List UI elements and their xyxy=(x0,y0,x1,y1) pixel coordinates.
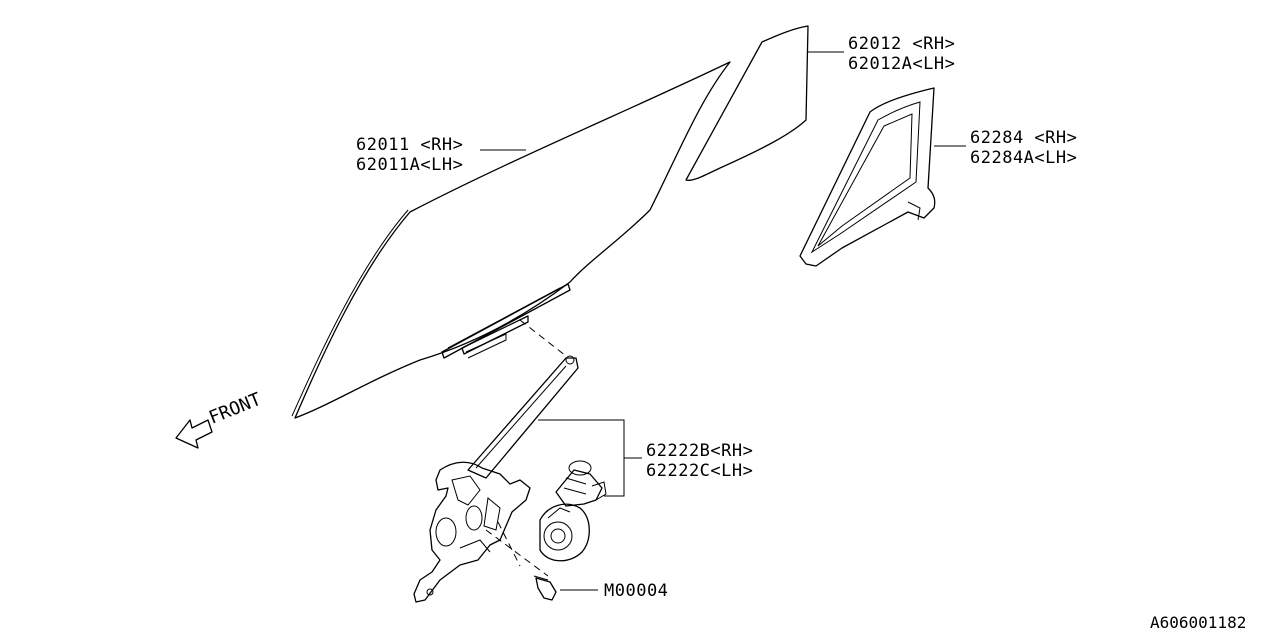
label-62222-lh: 62222C<LH> xyxy=(646,461,753,481)
front-arrow: FRONT xyxy=(175,389,264,449)
leader-lines xyxy=(480,51,966,591)
diagram-id: A606001182 xyxy=(1150,613,1246,632)
label-m00004: M00004 xyxy=(604,581,668,601)
label-62284-lh: 62284A<LH> xyxy=(970,148,1077,168)
front-door-glass-drawing xyxy=(291,61,731,419)
label-62284-rh: 62284 <RH> xyxy=(970,128,1077,148)
window-regulator-drawing xyxy=(413,319,607,603)
vent-glass-drawing xyxy=(685,25,809,181)
label-62011-rh: 62011 <RH> xyxy=(356,135,463,155)
label-62222-rh: 62222B<RH> xyxy=(646,441,753,461)
label-62012-rh: 62012 <RH> xyxy=(848,34,955,54)
label-62011-lh: 62011A<LH> xyxy=(356,155,463,175)
label-62012-lh: 62012A<LH> xyxy=(848,54,955,74)
sash-frame-drawing xyxy=(799,87,936,267)
front-label: FRONT xyxy=(206,389,264,429)
